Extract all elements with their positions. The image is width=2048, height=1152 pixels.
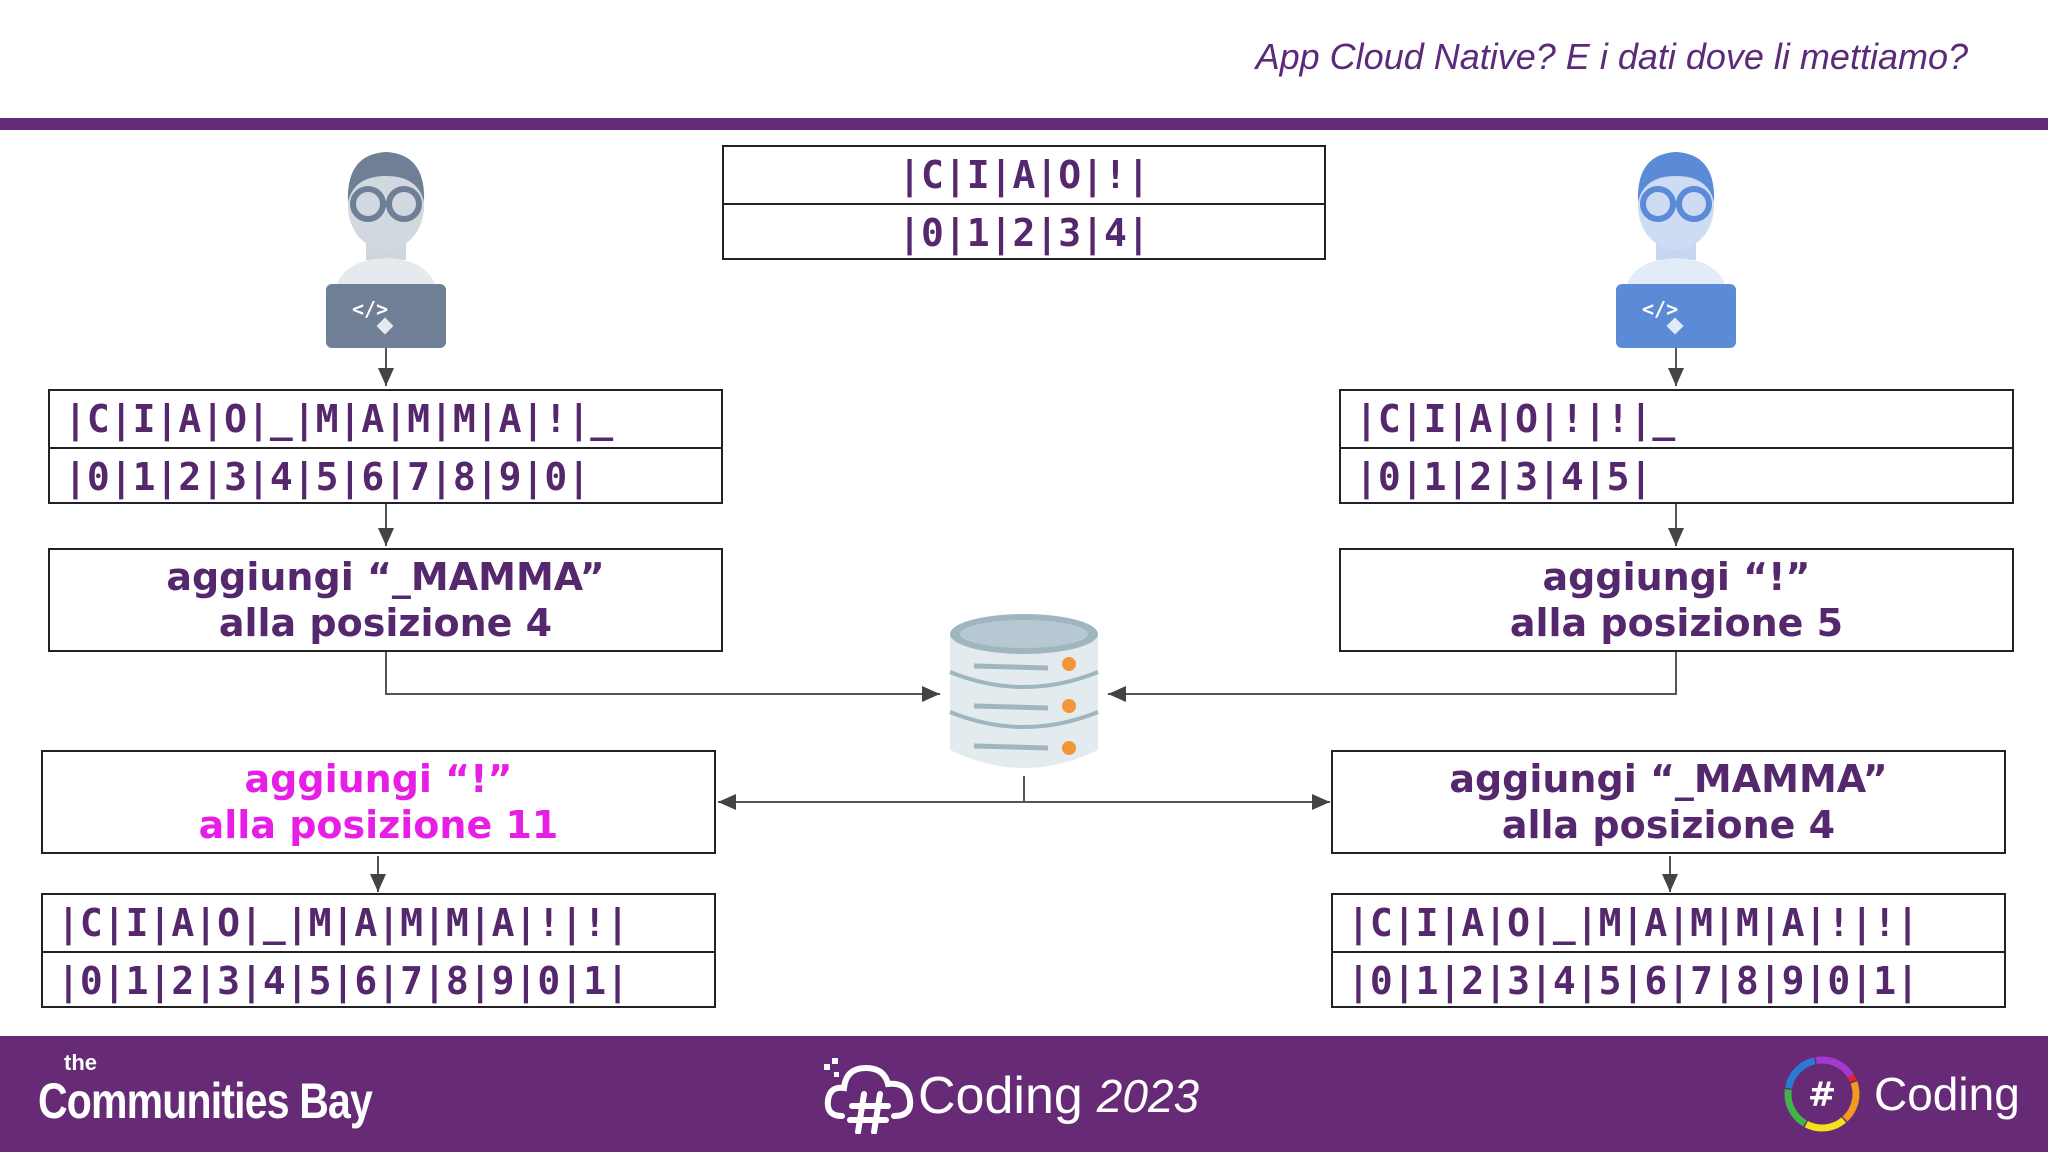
svg-text:</>: </>: [1642, 297, 1678, 321]
right-sync-operation-box: aggiungi “_MAMMA” alla posizione 4: [1331, 750, 2006, 854]
right-operation-box: aggiungi “!” alla posizione 5: [1339, 548, 2014, 652]
right-developer-icon: </>: [1616, 152, 1736, 348]
coding-logo-right: # Coding: [1780, 1052, 2020, 1136]
left-state-table: |C|I|A|O|_|M|A|M|M|A|!|_ |0|1|2|3|4|5|6|…: [48, 389, 723, 504]
left-sync-operation-line1: aggiungi “!”: [244, 757, 513, 801]
right-hash-glyph: #: [1808, 1075, 1837, 1115]
right-final-table: |C|I|A|O|_|M|A|M|M|A|!|!| |0|1|2|3|4|5|6…: [1331, 893, 2006, 1008]
cloud-hash-icon: [824, 1058, 914, 1134]
right-brand-text: Coding: [1874, 1068, 2020, 1120]
logo-communities-bay-text: Communities Bay: [38, 1073, 373, 1129]
right-sync-operation-line2: alla posizione 4: [1501, 803, 1836, 847]
slide-title: App Cloud Native? E i dati dove li metti…: [1255, 36, 1968, 77]
right-operation-line2: alla posizione 5: [1509, 601, 1844, 645]
left-state-index-row: |0|1|2|3|4|5|6|7|8|9|0|: [50, 447, 721, 504]
database-icon: [949, 614, 1099, 768]
right-state-string-row: |C|I|A|O|!|!|_: [1355, 397, 1676, 441]
footer-bar: the Communities Bay Coding 2023 #: [0, 1036, 2048, 1152]
left-developer-icon: </>: [326, 152, 446, 348]
right-sync-operation-line1: aggiungi “_MAMMA”: [1449, 757, 1888, 801]
communities-bay-logo: the Communities Bay: [38, 1050, 445, 1129]
left-final-index-row: |0|1|2|3|4|5|6|7|8|9|0|1|: [43, 951, 714, 1008]
left-sync-operation-line2: alla posizione 11: [198, 803, 559, 847]
left-state-string-row: |C|I|A|O|_|M|A|M|M|A|!|_: [64, 397, 614, 441]
center-brand-year: 2023: [1096, 1070, 1200, 1122]
coding-2023-logo: Coding 2023: [822, 1058, 1199, 1134]
center-brand-text: Coding: [918, 1067, 1083, 1125]
initial-index-row: |0|1|2|3|4|: [724, 203, 1324, 260]
right-state-index-row: |0|1|2|3|4|5|: [1341, 447, 2012, 504]
left-operation-line1: aggiungi “_MAMMA”: [166, 555, 605, 599]
left-op-to-db: [385, 652, 940, 702]
left-sync-operation-box: aggiungi “!” alla posizione 11: [41, 750, 716, 854]
initial-string-row: |C|I|A|O|!|: [898, 153, 1150, 197]
left-operation-line2: alla posizione 4: [218, 601, 553, 645]
right-state-table: |C|I|A|O|!|!|_ |0|1|2|3|4|5|: [1339, 389, 2014, 504]
rainbow-swirl-hash-icon: #: [1784, 1056, 1860, 1132]
right-operation-line1: aggiungi “!”: [1542, 555, 1811, 599]
left-final-string-row: |C|I|A|O|_|M|A|M|M|A|!|!|: [57, 901, 629, 945]
top-accent-bar: [0, 118, 2048, 130]
right-final-index-row: |0|1|2|3|4|5|6|7|8|9|0|1|: [1333, 951, 2004, 1008]
svg-text:</>: </>: [352, 297, 388, 321]
left-final-table: |C|I|A|O|_|M|A|M|M|A|!|!| |0|1|2|3|4|5|6…: [41, 893, 716, 1008]
left-operation-box: aggiungi “_MAMMA” alla posizione 4: [48, 548, 723, 652]
right-final-string-row: |C|I|A|O|_|M|A|M|M|A|!|!|: [1347, 901, 1919, 945]
logo-the-text: the: [64, 1050, 97, 1075]
right-op-to-db: [1108, 652, 1677, 702]
initial-string-table: |C|I|A|O|!| |0|1|2|3|4|: [722, 145, 1326, 260]
